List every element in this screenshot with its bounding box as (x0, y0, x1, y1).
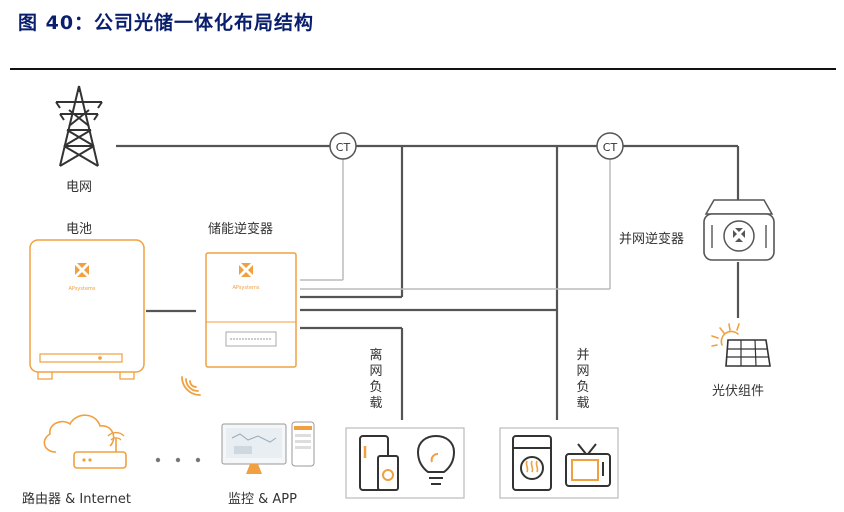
wiring (116, 144, 740, 420)
washing-machine-icon (512, 435, 552, 491)
ct-sensor-2: CT (596, 132, 624, 160)
fridge-icon (359, 435, 399, 491)
tv-icon (565, 443, 611, 487)
wifi-signal-icon (181, 376, 201, 396)
grid-label: 电网 (66, 180, 93, 195)
inverter-brand: APsystems (232, 285, 259, 291)
light-bulb-icon (416, 434, 456, 485)
figure-title: 图 40：公司光储一体化布局结构 (18, 12, 315, 34)
battery-label: 电池 (66, 222, 93, 237)
ct-label-1: CT (336, 141, 351, 154)
ct-label-2: CT (603, 141, 618, 154)
battery-brand: APsystems (68, 286, 95, 292)
router-label: 路由器 & Internet (22, 492, 132, 507)
solar-panel-sun-icon (711, 323, 771, 367)
storage-inverter-label: 储能逆变器 (208, 222, 274, 237)
ongrid-load-box (499, 427, 619, 499)
grid-inverter-icon (703, 199, 775, 261)
transmission-tower-icon (55, 85, 103, 167)
ellipsis-icon (155, 457, 201, 463)
ct-sensor-1: CT (329, 132, 357, 160)
cloud-router-icon (43, 414, 127, 469)
monitor-phone-icon (221, 421, 315, 474)
pv-module-label: 光伏组件 (712, 384, 765, 399)
offgrid-load-label: 离网负载 (369, 348, 383, 411)
ongrid-load-label: 并网负载 (576, 348, 590, 411)
battery-cabinet-icon: APsystems (29, 239, 145, 380)
monitor-label: 监控 & APP (228, 492, 297, 507)
offgrid-load-box (345, 427, 465, 499)
title-rule (10, 68, 836, 70)
grid-inverter-label: 并网逆变器 (619, 232, 685, 247)
storage-inverter-icon: APsystems (205, 252, 297, 368)
